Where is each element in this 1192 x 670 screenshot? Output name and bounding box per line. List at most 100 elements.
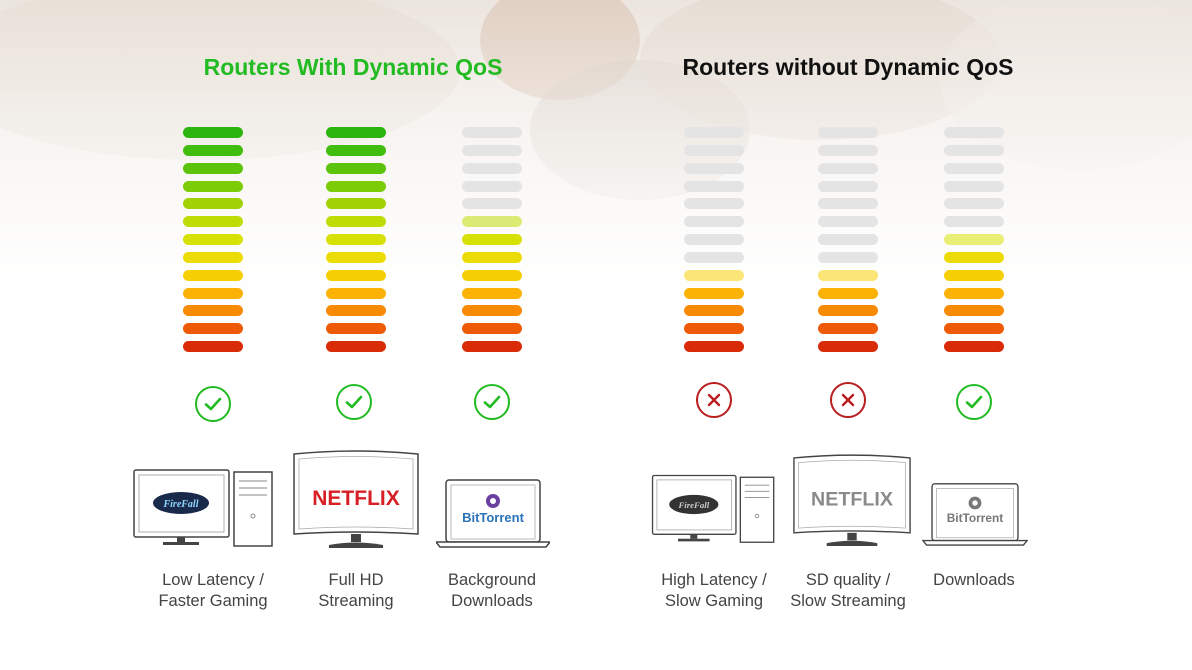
- meter-segment: [944, 144, 1004, 156]
- meter-segment: [684, 287, 744, 299]
- caption-line: Background: [447, 571, 537, 589]
- meter-segment: [183, 234, 243, 246]
- caption: Low Latency /Faster Gaming: [128, 570, 298, 612]
- meter-segment: [462, 198, 522, 210]
- meter-segment: [326, 323, 386, 335]
- check-icon: [336, 384, 372, 420]
- gaming-pc-icon: FireFall: [651, 474, 775, 543]
- caption-line: SD quality /: [805, 571, 891, 589]
- meter-segment: [818, 127, 878, 138]
- meter-segment: [684, 269, 744, 281]
- meter-segment: [462, 180, 522, 192]
- laptop-icon: BitTorrent: [436, 479, 550, 548]
- meter-segment: [326, 287, 386, 299]
- meter-segment: [326, 305, 386, 317]
- meter-segment: [818, 251, 878, 263]
- meter-segment: [183, 323, 243, 335]
- meter-segment: [684, 216, 744, 228]
- meter-segment: [684, 234, 744, 246]
- meter-segment: [944, 287, 1004, 299]
- bittorrent-logo: BitTorrent: [947, 511, 1004, 525]
- caption-line: Faster Gaming: [158, 592, 268, 610]
- cross-icon: [830, 382, 866, 418]
- meter-segment: [818, 341, 878, 353]
- tv-icon: NETFLIX: [293, 450, 419, 548]
- meter-segment: [183, 144, 243, 156]
- caption-line: Streaming: [318, 592, 394, 610]
- meter-segment: [944, 162, 1004, 174]
- cross-icon: [696, 382, 732, 418]
- bandwidth-meter: [944, 127, 1004, 359]
- meter-segment: [944, 216, 1004, 228]
- meter-segment: [183, 251, 243, 263]
- bandwidth-meter: [818, 127, 878, 359]
- meter-segment: [326, 269, 386, 281]
- meter-segment: [326, 180, 386, 192]
- meter-segment: [462, 269, 522, 281]
- meter-segment: [462, 127, 522, 138]
- caption: High Latency / Slow Gaming: [629, 570, 799, 612]
- meter-segment: [818, 305, 878, 317]
- background-photo: [0, 0, 1192, 300]
- meter-segment: [462, 234, 522, 246]
- meter-segment: [944, 180, 1004, 192]
- meter-segment: [462, 251, 522, 263]
- check-icon: [956, 384, 992, 420]
- gaming-pc-icon: FireFall: [133, 469, 273, 547]
- netflix-logo: NETFLIX: [811, 489, 893, 511]
- meter-segment: [944, 269, 1004, 281]
- meter-segment: [944, 305, 1004, 317]
- caption: Downloads: [889, 570, 1059, 591]
- meter-segment: [183, 180, 243, 192]
- meter-segment: [944, 198, 1004, 210]
- meter-segment: [684, 341, 744, 353]
- meter-segment: [326, 198, 386, 210]
- caption-line: Downloads: [933, 571, 1015, 589]
- meter-segment: [183, 305, 243, 317]
- meter-segment: [944, 341, 1004, 353]
- meter-segment: [818, 234, 878, 246]
- meter-segment: [183, 162, 243, 174]
- firefall-logo: FireFall: [677, 500, 709, 510]
- meter-segment: [183, 198, 243, 210]
- check-icon: [195, 386, 231, 422]
- meter-segment: [818, 323, 878, 335]
- meter-segment: [684, 198, 744, 210]
- meter-segment: [684, 144, 744, 156]
- bandwidth-meter: [462, 127, 522, 359]
- panel-title-with-qos: Routers With Dynamic QoS: [203, 54, 503, 80]
- meter-segment: [462, 162, 522, 174]
- bandwidth-meter: [684, 127, 744, 359]
- meter-segment: [684, 127, 744, 138]
- meter-segment: [684, 323, 744, 335]
- meter-segment: [944, 323, 1004, 335]
- meter-segment: [462, 305, 522, 317]
- meter-segment: [183, 216, 243, 228]
- meter-segment: [326, 127, 386, 138]
- meter-segment: [326, 251, 386, 263]
- caption: SD quality / Slow Streaming: [763, 570, 933, 612]
- meter-segment: [818, 269, 878, 281]
- meter-segment: [326, 144, 386, 156]
- caption-line: High Latency /: [661, 571, 767, 589]
- meter-segment: [818, 287, 878, 299]
- meter-segment: [818, 216, 878, 228]
- meter-segment: [326, 216, 386, 228]
- meter-segment: [818, 144, 878, 156]
- meter-segment: [183, 269, 243, 281]
- caption-line: Slow Streaming: [790, 592, 906, 610]
- meter-segment: [462, 216, 522, 228]
- meter-segment: [183, 287, 243, 299]
- meter-segment: [684, 180, 744, 192]
- meter-segment: [818, 162, 878, 174]
- meter-segment: [183, 127, 243, 138]
- meter-segment: [944, 251, 1004, 263]
- caption-line: Slow Gaming: [664, 592, 764, 610]
- meter-segment: [684, 305, 744, 317]
- laptop-icon: BitTorrent: [922, 483, 1028, 546]
- meter-segment: [462, 323, 522, 335]
- meter-segment: [944, 234, 1004, 246]
- bittorrent-logo: BitTorrent: [462, 510, 525, 525]
